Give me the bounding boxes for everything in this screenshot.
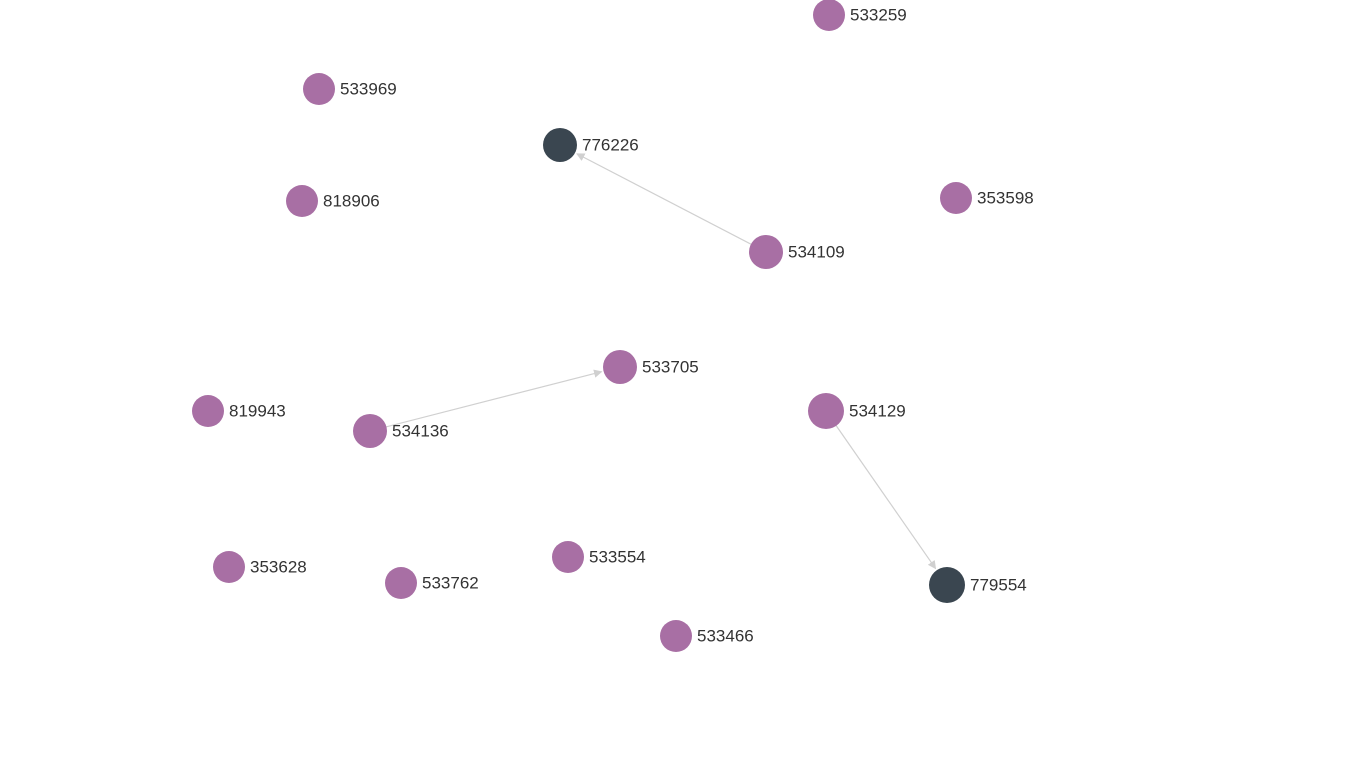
node-label: 533969 [340,79,397,98]
node-circle[interactable] [660,620,692,652]
node-circle[interactable] [940,182,972,214]
node-534129[interactable]: 534129 [808,393,906,429]
node-label: 353628 [250,557,307,576]
node-353598[interactable]: 353598 [940,182,1034,214]
node-label: 534129 [849,401,906,420]
node-circle[interactable] [749,235,783,269]
edge-534136-to-533705[interactable] [369,369,603,432]
node-circle[interactable] [603,350,637,384]
node-819943[interactable]: 819943 [192,395,286,427]
node-circle[interactable] [192,395,224,427]
edges-layer [369,153,937,570]
node-533466[interactable]: 533466 [660,620,754,652]
node-label: 533705 [642,357,699,376]
node-label: 534136 [392,421,449,440]
node-circle[interactable] [213,551,245,583]
node-circle[interactable] [543,128,577,162]
node-534109[interactable]: 534109 [749,235,845,269]
node-533259[interactable]: 533259 [813,0,907,31]
node-label: 533466 [697,626,754,645]
edge-534109-to-776226[interactable] [576,153,767,253]
node-353628[interactable]: 353628 [213,551,307,583]
node-534136[interactable]: 534136 [353,414,449,448]
node-label: 533762 [422,573,479,592]
node-533969[interactable]: 533969 [303,73,397,105]
node-label: 533554 [589,547,646,566]
node-circle[interactable] [385,567,417,599]
node-818906[interactable]: 818906 [286,185,380,217]
node-circle[interactable] [303,73,335,105]
node-533762[interactable]: 533762 [385,567,479,599]
node-label: 533259 [850,5,907,24]
node-circle[interactable] [353,414,387,448]
node-circle[interactable] [552,541,584,573]
node-776226[interactable]: 776226 [543,128,639,162]
node-label: 534109 [788,242,845,261]
node-circle[interactable] [929,567,965,603]
node-circle[interactable] [808,393,844,429]
node-label: 818906 [323,191,380,210]
nodes-layer: 533259 533969 776226 818906 353598 534109 5337… [192,0,1034,652]
node-label: 779554 [970,575,1027,594]
node-label: 819943 [229,401,286,420]
node-circle[interactable] [286,185,318,217]
node-circle[interactable] [813,0,845,31]
node-779554[interactable]: 779554 [929,567,1027,603]
node-label: 776226 [582,135,639,154]
edge-534129-to-779554[interactable] [825,410,937,570]
node-label: 353598 [977,188,1034,207]
node-533705[interactable]: 533705 [603,350,699,384]
node-533554[interactable]: 533554 [552,541,646,573]
